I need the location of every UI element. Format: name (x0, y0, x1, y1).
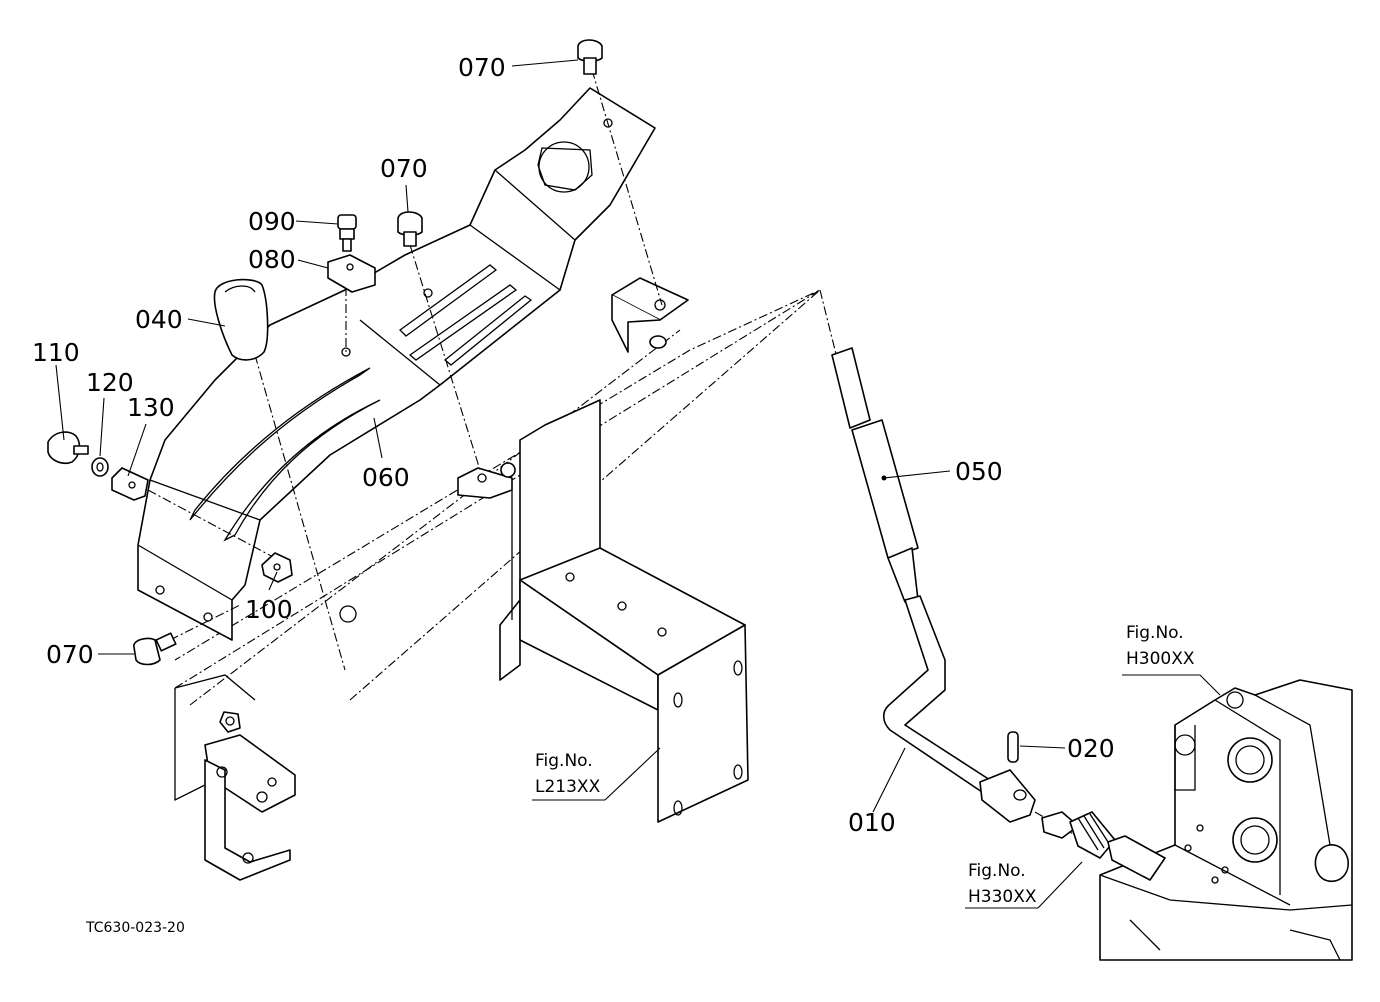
pin-020 (1007, 731, 1019, 763)
fig-ref-h300-line2: H300XX (1126, 649, 1195, 669)
fig-ref-h330-line2: H330XX (968, 887, 1037, 907)
label-130: 130 (127, 393, 175, 422)
label-090: 090 (248, 207, 296, 236)
knob-screw-110 (47, 431, 89, 465)
bolt-070-mid (397, 211, 423, 247)
label-010: 010 (848, 808, 896, 837)
label-020: 020 (1067, 734, 1115, 763)
fig-ref-h300-line1: Fig.No. (1126, 623, 1184, 643)
label-060: 060 (362, 463, 410, 492)
label-080: 080 (248, 245, 296, 274)
nut-100 (261, 552, 293, 583)
label-050: 050 (955, 457, 1003, 486)
lower-left-bracket (204, 711, 296, 881)
label-120: 120 (86, 368, 134, 397)
label-110: 110 (32, 338, 80, 367)
bolt-070-low (133, 632, 177, 666)
nut-130 (111, 467, 149, 501)
spool-fitting (1041, 811, 1166, 881)
knob-040 (213, 278, 269, 361)
lever-grip-050 (831, 347, 919, 603)
label-070-mid: 070 (380, 154, 428, 183)
washer-120 (91, 457, 109, 477)
drawing-code: TC630-023-20 (85, 920, 185, 936)
valve-body (1099, 679, 1353, 961)
label-100: 100 (245, 595, 293, 624)
console-plate-060 (137, 87, 656, 641)
clip-080 (327, 254, 376, 293)
bolt-090 (337, 214, 357, 252)
leader-lines (55, 59, 1221, 909)
label-070-top: 070 (458, 53, 506, 82)
fig-ref-h330-line1: Fig.No. (968, 861, 1026, 881)
bolt-070-top (577, 39, 603, 75)
fig-ref-l213-line1: Fig.No. (535, 751, 593, 771)
center-support-plate (339, 399, 749, 823)
label-070-low: 070 (46, 640, 94, 669)
lever-rod-010 (882, 595, 1036, 823)
upper-right-bracket (611, 277, 689, 353)
label-040: 040 (135, 305, 183, 334)
fig-ref-l213-line2: L213XX (535, 777, 601, 797)
